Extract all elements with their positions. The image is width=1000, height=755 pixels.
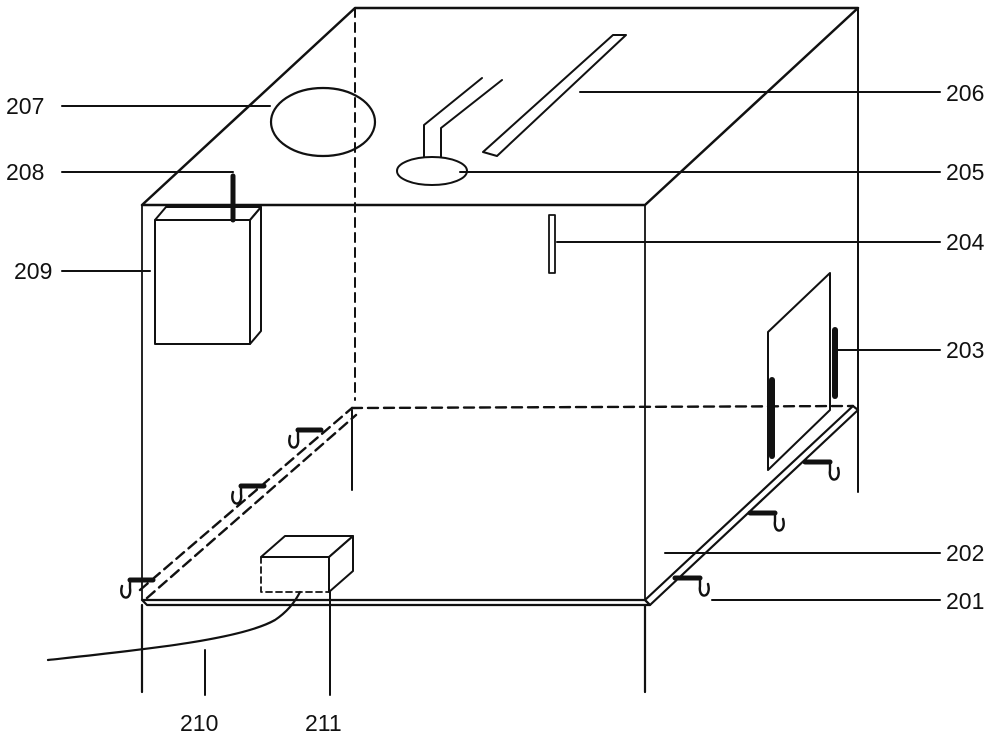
power-cable: [46, 590, 302, 662]
base-plate-left-edge-outer: [138, 406, 354, 592]
water-tank: [154, 173, 262, 345]
hook-icon: [672, 575, 710, 597]
hook-icon: [802, 459, 840, 481]
label-206: 206: [946, 80, 985, 106]
sensor-rod: [548, 214, 556, 274]
label-205: 205: [946, 159, 985, 185]
base-plate-left-edge-inner: [145, 413, 358, 600]
label-203: 203: [946, 337, 985, 363]
hooks: [120, 427, 840, 599]
label-207: 207: [6, 93, 45, 119]
label-210: 210: [180, 710, 219, 736]
hook-icon: [288, 427, 324, 449]
label-204: 204: [946, 229, 985, 255]
base-plate-right-edge: [643, 404, 860, 607]
leader-lines: [61, 91, 941, 696]
top-opening: [269, 86, 377, 158]
hook-icon: [747, 510, 785, 532]
hook-icon: [120, 577, 156, 599]
front-face: [141, 204, 646, 601]
top-slot: [482, 34, 627, 157]
label-208: 208: [6, 159, 45, 185]
spray-nozzle: [396, 77, 503, 186]
base-plate-back-edge: [350, 404, 855, 410]
side-door: [767, 272, 838, 471]
bottom-block: [260, 535, 354, 593]
hook-icon: [231, 483, 267, 505]
label-201: 201: [946, 588, 985, 614]
label-202: 202: [946, 540, 985, 566]
base-plate: [138, 404, 860, 607]
label-211: 211: [305, 710, 342, 736]
base-plate-front-edge: [140, 598, 652, 607]
label-209: 209: [14, 258, 53, 284]
